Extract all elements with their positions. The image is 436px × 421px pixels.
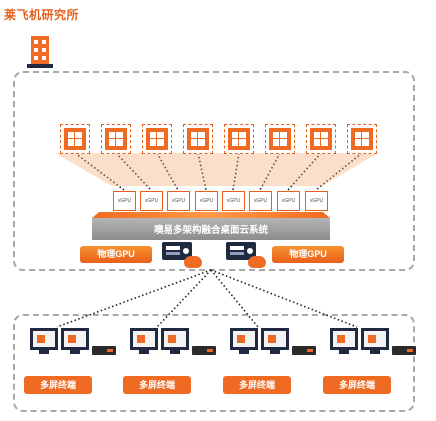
building-icon (27, 36, 53, 68)
server-icon (226, 242, 256, 260)
terminal-label: 多屏终端 (123, 376, 191, 394)
platform-top (92, 212, 330, 218)
cloud-desktop-panel (13, 71, 415, 271)
terminal-label: 多屏终端 (323, 376, 391, 394)
windows-icon (355, 132, 369, 146)
vm-tile (224, 124, 254, 154)
vgpu-slot: vGPU (249, 191, 272, 211)
terminal-group (130, 328, 218, 358)
projection-fan (55, 153, 378, 186)
terminal-label: 多屏终端 (223, 376, 291, 394)
vm-tile (142, 124, 172, 154)
vgpu-slot: vGPU (167, 191, 190, 211)
thin-client-icon (392, 346, 416, 355)
physical-gpu-left: 物理GPU (80, 246, 152, 263)
org-title: 莱飞机研究所 (4, 8, 80, 22)
monitor-icon (161, 328, 189, 354)
terminal-group (230, 328, 318, 358)
monitor-icon (230, 328, 258, 354)
terminal-panel (13, 314, 415, 412)
terminal-group (330, 328, 418, 358)
thin-client-icon (92, 346, 116, 355)
vm-tile (101, 124, 131, 154)
vm-tile (347, 124, 377, 154)
monitor-icon (261, 328, 289, 354)
vgpu-slot: vGPU (277, 191, 300, 211)
vm-tile (306, 124, 336, 154)
monitor-icon (130, 328, 158, 354)
cloud-icon (184, 256, 202, 268)
monitor-icon (30, 328, 58, 354)
cloud-icon (248, 256, 266, 268)
windows-icon (273, 132, 287, 146)
vgpu-slot: vGPU (113, 191, 136, 211)
vm-tile (265, 124, 295, 154)
thin-client-icon (192, 346, 216, 355)
vgpu-slot: vGPU (222, 191, 245, 211)
windows-icon (191, 132, 205, 146)
server-icon (162, 242, 192, 260)
windows-icon (68, 132, 82, 146)
terminal-label: 多屏终端 (24, 376, 92, 394)
vgpu-slot: vGPU (195, 191, 218, 211)
platform-base (92, 218, 330, 240)
terminal-group (30, 328, 118, 358)
windows-icon (150, 132, 164, 146)
monitor-icon (361, 328, 389, 354)
monitor-icon (330, 328, 358, 354)
windows-icon (109, 132, 123, 146)
physical-gpu-right: 物理GPU (272, 246, 344, 263)
vm-tile (183, 124, 213, 154)
platform-label: 噢易多架构融合桌面云系统 (153, 225, 268, 236)
windows-icon (232, 132, 246, 146)
vgpu-slot: vGPU (140, 191, 163, 211)
monitor-icon (61, 328, 89, 354)
vgpu-slot: vGPU (305, 191, 328, 211)
thin-client-icon (292, 346, 316, 355)
vm-tile (60, 124, 90, 154)
windows-icon (314, 132, 328, 146)
